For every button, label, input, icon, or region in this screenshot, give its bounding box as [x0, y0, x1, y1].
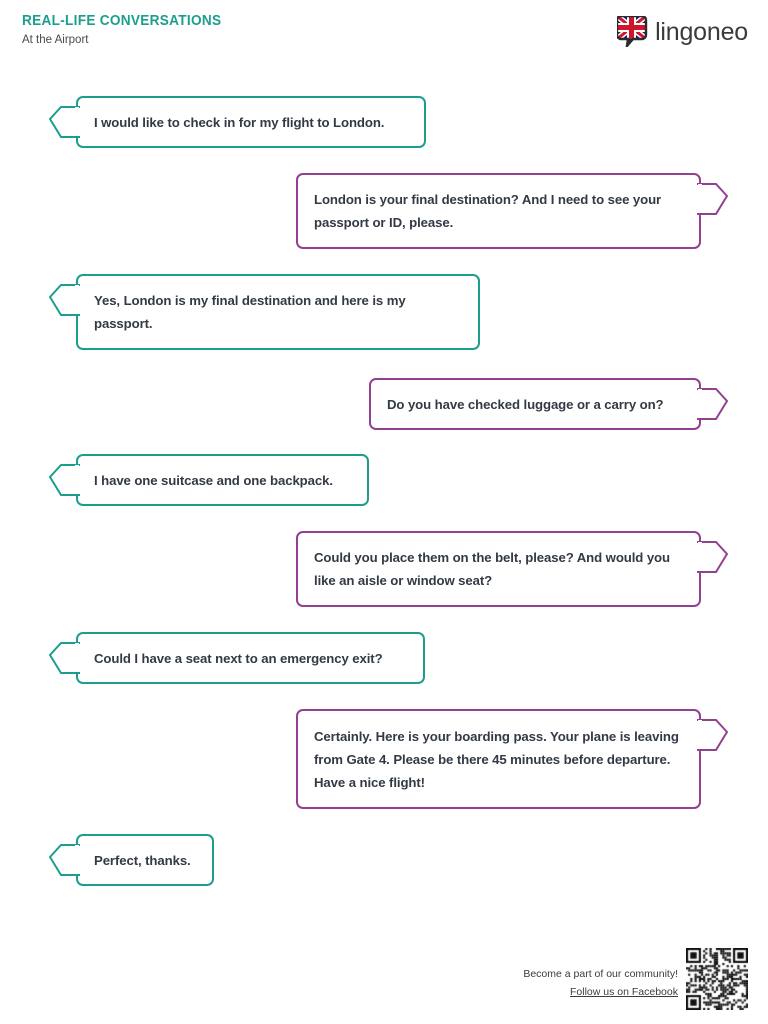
- speech-bubble-traveler: Yes, London is my final destination and …: [49, 274, 480, 350]
- page-subtitle: At the Airport: [22, 34, 89, 46]
- tail-seam-cover: [75, 643, 79, 671]
- tail-seam-cover: [75, 107, 79, 135]
- speech-bubble-text: London is your final destination? And I …: [314, 192, 662, 230]
- speech-bubble-text: Yes, London is my final destination and …: [94, 293, 406, 331]
- footer-text-block: Become a part of our community! Follow u…: [523, 948, 678, 1000]
- speech-bubble-traveler: Could I have a seat next to an emergency…: [49, 632, 425, 684]
- tail-seam-cover: [75, 285, 79, 313]
- speech-bubble-agent: Certainly. Here is your boarding pass. Y…: [296, 709, 728, 809]
- page-title: REAL-LIFE CONVERSATIONS: [22, 13, 222, 29]
- speech-bubble-text: Do you have checked luggage or a carry o…: [387, 396, 664, 412]
- speech-bubble-agent: London is your final destination? And I …: [296, 173, 728, 249]
- speech-bubble-text: Perfect, thanks.: [94, 852, 191, 868]
- uk-flag-speech-bubble-icon: [615, 14, 650, 50]
- brand-name: lingoneo: [655, 17, 748, 46]
- tail-seam-cover: [75, 465, 79, 493]
- speech-bubble-text: Certainly. Here is your boarding pass. Y…: [314, 728, 679, 790]
- community-text: Become a part of our community!: [523, 968, 678, 980]
- speech-bubble-agent: Could you place them on the belt, please…: [296, 531, 728, 607]
- speech-bubble-traveler: I have one suitcase and one backpack.: [49, 454, 369, 506]
- brand-logo[interactable]: lingoneo: [615, 14, 748, 50]
- speech-bubble-text: I have one suitcase and one backpack.: [94, 472, 333, 488]
- facebook-link[interactable]: Follow us on Facebook: [570, 986, 678, 998]
- tail-seam-cover: [698, 720, 702, 748]
- speech-bubble-traveler: Perfect, thanks.: [49, 834, 214, 886]
- qr-code[interactable]: [686, 948, 748, 1010]
- tail-seam-cover: [698, 184, 702, 212]
- speech-bubble-text: Could you place them on the belt, please…: [314, 550, 670, 588]
- page-header: REAL-LIFE CONVERSATIONS At the Airport: [0, 0, 768, 60]
- tail-seam-cover: [698, 542, 702, 570]
- speech-bubble-text: Could I have a seat next to an emergency…: [94, 650, 383, 666]
- speech-bubble-agent: Do you have checked luggage or a carry o…: [369, 378, 728, 430]
- speech-bubble-traveler: I would like to check in for my flight t…: [49, 96, 426, 148]
- page-footer: Become a part of our community! Follow u…: [523, 948, 748, 1010]
- speech-bubble-text: I would like to check in for my flight t…: [94, 114, 385, 130]
- tail-seam-cover: [698, 389, 702, 417]
- tail-seam-cover: [75, 845, 79, 873]
